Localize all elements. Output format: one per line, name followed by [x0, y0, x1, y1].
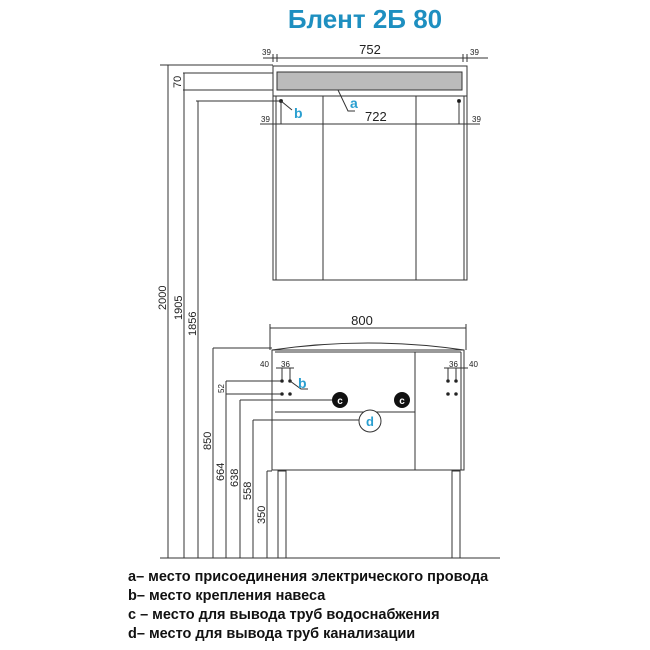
- dim-39-bl: 39: [261, 115, 270, 124]
- dim-664: 664: [215, 463, 227, 481]
- dim-638: 638: [229, 469, 241, 487]
- dim-850: 850: [202, 432, 214, 450]
- legend-item-d: d– место для вывода труб канализации: [128, 626, 416, 642]
- dim-70: 70: [172, 76, 184, 88]
- label-c: c: [337, 396, 343, 407]
- dim-39-tr: 39: [470, 48, 479, 57]
- legend: a– место присоединения электрического пр…: [128, 568, 488, 644]
- dim-752: 752: [359, 42, 381, 57]
- label-b-vanity: b: [298, 375, 307, 391]
- dim-2000: 2000: [157, 286, 169, 310]
- legend-item-c: c – место для вывода труб водоснабжения: [128, 607, 440, 623]
- dim-1856: 1856: [187, 312, 199, 336]
- dim-722: 722: [365, 109, 387, 124]
- dim-350: 350: [256, 506, 268, 524]
- label-d: d: [366, 414, 374, 429]
- page-title: Блент 2Б 80: [287, 4, 443, 34]
- dim-39-tl: 39: [262, 48, 271, 57]
- dim-1905: 1905: [173, 296, 185, 320]
- dim-40-left: 40: [260, 360, 269, 369]
- legend-item-a: a– место присоединения электрического пр…: [128, 569, 489, 585]
- pipe-c-left-icon: [332, 392, 348, 408]
- dim-52: 52: [217, 384, 226, 393]
- dim-800: 800: [351, 313, 373, 328]
- dim-36-left: 36: [281, 360, 290, 369]
- dim-36-right: 36: [449, 360, 458, 369]
- label-a: a: [350, 95, 358, 111]
- dim-39-br: 39: [472, 115, 481, 124]
- label-b-mirror: b: [294, 105, 303, 121]
- label-c-right: c: [399, 396, 405, 407]
- dim-40-right: 40: [469, 360, 478, 369]
- dim-558: 558: [242, 482, 254, 500]
- legend-item-b: b– место крепления навеса: [128, 588, 326, 604]
- pipe-c-right-icon: [394, 392, 410, 408]
